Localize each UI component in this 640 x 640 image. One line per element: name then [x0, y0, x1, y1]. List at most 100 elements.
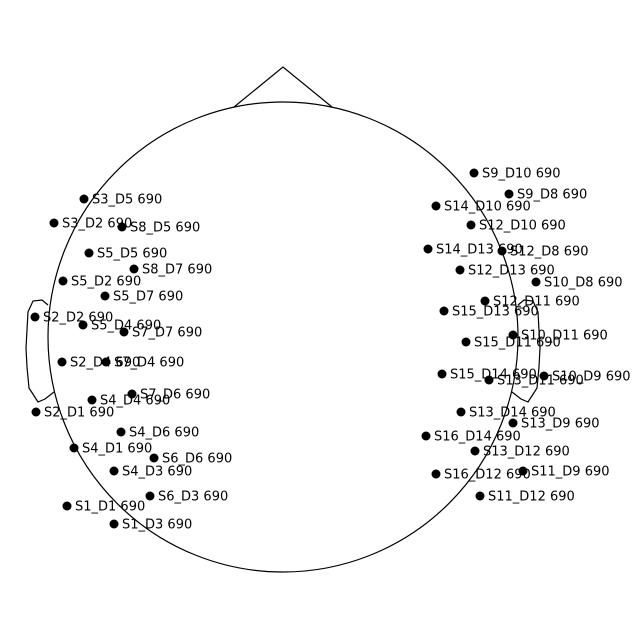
channel-label: S15_D11 690: [474, 336, 561, 351]
channel-label: S16_D12 690: [444, 468, 531, 483]
channel-label: S13_D12 690: [483, 445, 570, 460]
channel-label: S5_D4 690: [91, 319, 161, 334]
channel-s10-d8: S10_D8 690: [531, 276, 623, 291]
channel-label: S1_D3 690: [122, 518, 192, 533]
channel-label: S10_D8 690: [544, 276, 623, 291]
channel-marker: [117, 222, 127, 232]
channel-marker: [69, 443, 79, 453]
channel-marker: [129, 264, 139, 274]
channel-label: S13_D9 690: [521, 417, 600, 432]
channel-marker: [78, 320, 88, 330]
channel-label: S9_D10 690: [482, 167, 561, 182]
channel-s16-d12: S16_D12 690: [431, 468, 531, 483]
channel-s1-d3: S1_D3 690: [109, 518, 192, 533]
channel-label: S15_D14 690: [450, 368, 537, 383]
channel-marker: [431, 201, 441, 211]
channel-s1-d1: S1_D1 690: [62, 500, 145, 515]
channel-label: S8_D7 690: [142, 263, 212, 278]
channel-marker: [508, 418, 518, 428]
channel-s15-d14: S15_D14 690: [437, 368, 537, 383]
channel-s16-d14: S16_D14 690: [421, 430, 521, 445]
channel-marker: [87, 395, 97, 405]
channel-label: S12_D11 690: [493, 295, 580, 310]
channel-s7-d6: S7_D6 690: [127, 388, 210, 403]
channel-label: S3_D2 690: [62, 217, 132, 232]
channel-marker: [455, 265, 465, 275]
channel-s13-d14: S13_D14 690: [456, 406, 556, 421]
channel-label: S13_D14 690: [469, 406, 556, 421]
channel-label: S10_D11 690: [521, 329, 608, 344]
channel-s3-d2: S3_D2 690: [49, 217, 132, 232]
channel-marker: [421, 431, 431, 441]
channel-label: S2_D2 690: [43, 311, 113, 326]
channel-s13-d11: S13_D11 690: [484, 374, 584, 389]
channel-label: S12_D10 690: [479, 219, 566, 234]
channel-s15-d11: S15_D11 690: [461, 336, 561, 351]
channel-s14-d10: S14_D10 690: [431, 200, 531, 215]
channel-s11-d12: S11_D12 690: [475, 490, 575, 505]
channel-marker: [469, 168, 479, 178]
channel-marker: [100, 291, 110, 301]
channel-s2-d2: S2_D2 690: [30, 311, 113, 326]
channel-s15-d13: S15_D13 690: [439, 305, 539, 320]
channel-marker: [518, 466, 528, 476]
channel-label: S1_D1 690: [75, 500, 145, 515]
left-ear: [25, 299, 55, 403]
channel-label: S10_D9 690: [552, 370, 631, 385]
channel-label: S12_D13 690: [468, 264, 555, 279]
channel-marker: [431, 469, 441, 479]
channel-s7-d4: S7_D4 690: [101, 356, 184, 371]
channel-s6-d6: S6_D6 690: [149, 452, 232, 467]
channel-s10-d9: S10_D9 690: [539, 370, 631, 385]
channel-marker: [30, 312, 40, 322]
channel-marker: [484, 375, 494, 385]
channel-marker: [101, 357, 111, 367]
channel-label: S7_D6 690: [140, 388, 210, 403]
channel-marker: [461, 337, 471, 347]
channel-marker: [127, 389, 137, 399]
channel-marker: [57, 357, 67, 367]
channel-marker: [497, 246, 507, 256]
channel-marker: [466, 220, 476, 230]
channel-label: S11_D9 690: [531, 465, 610, 480]
channel-s5-d5: S5_D5 690: [84, 247, 167, 262]
channel-marker: [439, 306, 449, 316]
channel-label: S4_D3 690: [122, 465, 192, 480]
channel-s13-d9: S13_D9 690: [508, 417, 600, 432]
channel-marker: [423, 244, 433, 254]
channel-marker: [539, 371, 549, 381]
channel-marker: [116, 427, 126, 437]
channel-marker: [437, 369, 447, 379]
channel-label: S7_D4 690: [114, 356, 184, 371]
channel-s4-d1: S4_D1 690: [69, 442, 152, 457]
channel-s5-d7: S5_D7 690: [100, 290, 183, 305]
channel-label: S2_D1 690: [44, 406, 114, 421]
channel-label: S4_D1 690: [82, 442, 152, 457]
channel-marker: [119, 327, 129, 337]
channel-s7-d7: S7_D7 690: [119, 326, 202, 341]
channel-marker: [109, 466, 119, 476]
channel-label: S7_D7 690: [132, 326, 202, 341]
channel-label: S6_D3 690: [158, 490, 228, 505]
channel-marker: [31, 407, 41, 417]
channel-label: S8_D5 690: [130, 221, 200, 236]
channel-s12-d10: S12_D10 690: [466, 219, 566, 234]
channel-label: S13_D11 690: [497, 374, 584, 389]
channel-s9-d8: S9_D8 690: [504, 188, 587, 203]
channel-label: S6_D6 690: [162, 452, 232, 467]
channel-marker: [49, 218, 59, 228]
channel-s2-d1: S2_D1 690: [31, 406, 114, 421]
channel-label: S4_D6 690: [129, 426, 199, 441]
channel-marker: [456, 407, 466, 417]
channel-marker: [62, 501, 72, 511]
head-circle: [47, 101, 519, 573]
channel-label: S4_D4 690: [100, 394, 170, 409]
channel-marker: [145, 491, 155, 501]
channel-marker: [84, 248, 94, 258]
channel-s12-d11: S12_D11 690: [480, 295, 580, 310]
channel-marker: [58, 276, 68, 286]
channel-label: S5_D5 690: [97, 247, 167, 262]
channel-label: S11_D12 690: [488, 490, 575, 505]
